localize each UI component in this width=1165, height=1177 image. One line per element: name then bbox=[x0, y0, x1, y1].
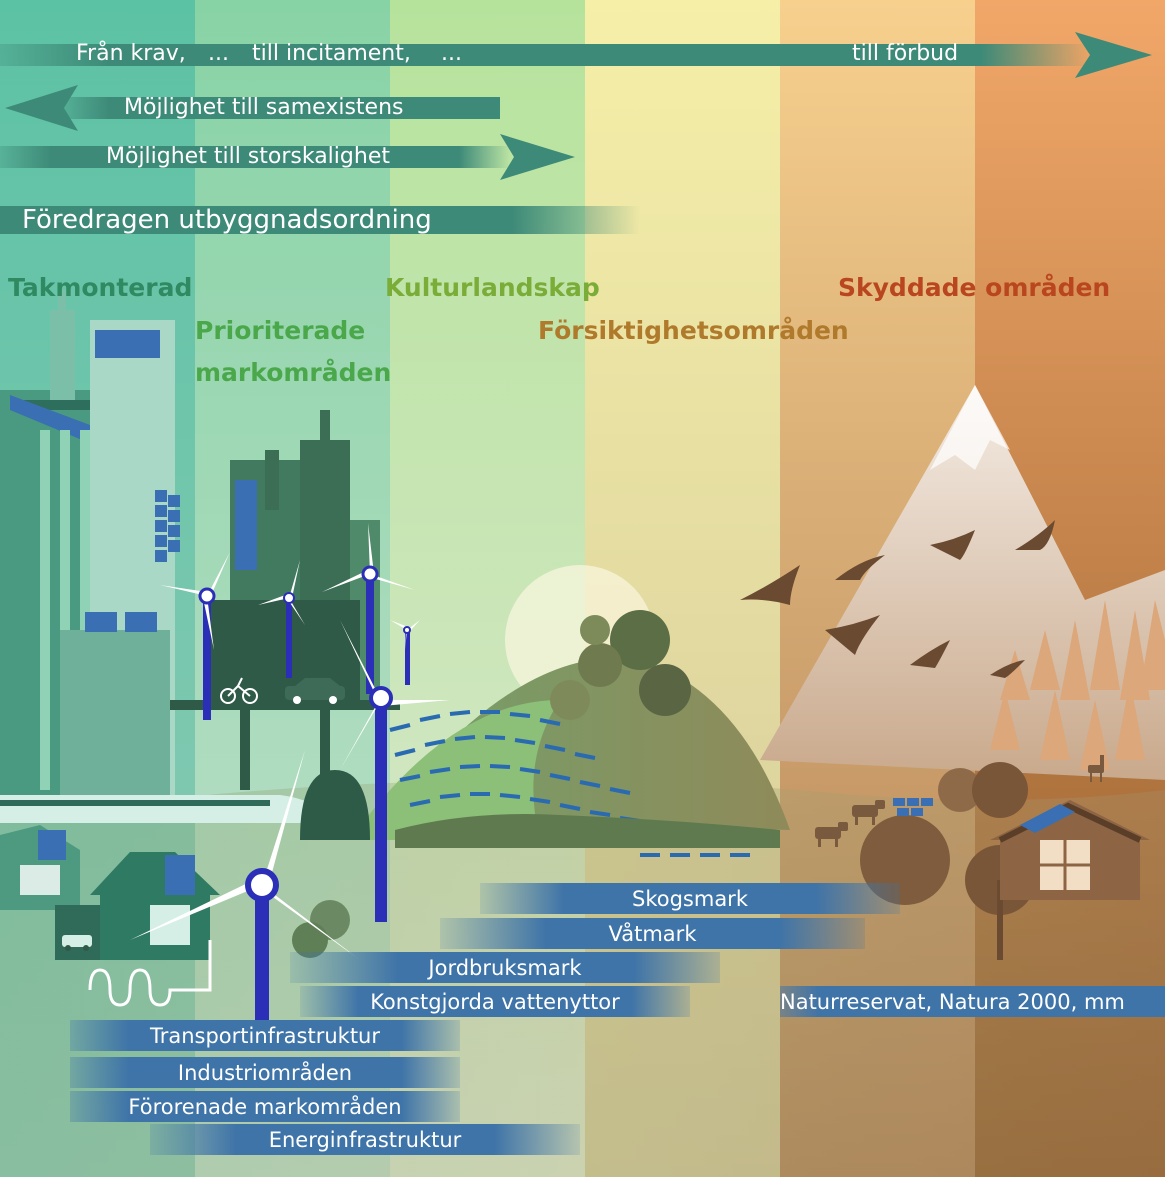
bar-agricultural: Jordbruksmark bbox=[290, 952, 720, 983]
bar-wetland: Våtmark bbox=[440, 918, 865, 949]
zone-protected-title: Skyddade områden bbox=[838, 273, 1111, 302]
hedge-row bbox=[395, 814, 780, 848]
bar-transport: Transportinfrastruktur bbox=[70, 1020, 460, 1051]
car-icon bbox=[285, 678, 345, 704]
arrow-policy-label-a: Från krav, bbox=[76, 41, 186, 66]
bird-icon bbox=[910, 640, 950, 668]
bird-flock bbox=[740, 520, 1055, 678]
tree-icon bbox=[860, 815, 950, 905]
arrow-large-scale-head bbox=[500, 134, 575, 180]
solar-panel-icon bbox=[95, 330, 160, 358]
zone-prioritized-title-1: Prioriterade bbox=[195, 316, 366, 345]
mid-building bbox=[60, 630, 170, 800]
solar-panel-icon bbox=[85, 612, 117, 632]
tree-icon bbox=[639, 664, 691, 716]
zone-prioritized-title-2: markområden bbox=[195, 358, 392, 387]
tree-icon bbox=[550, 680, 590, 720]
wind-turbine-icon bbox=[390, 620, 420, 685]
solar-panel-icon bbox=[893, 798, 933, 816]
cow-icon bbox=[815, 822, 848, 847]
tree-icon bbox=[292, 922, 328, 958]
tree-icon bbox=[578, 643, 622, 687]
wind-turbine-icon bbox=[160, 552, 230, 720]
arrow-policy-label-c: till incitament, bbox=[252, 41, 411, 66]
bird-icon bbox=[825, 615, 880, 655]
house-icon bbox=[55, 852, 220, 960]
zone-rooftop-title: Takmonterad bbox=[8, 273, 193, 302]
solar-panel-icon bbox=[165, 855, 195, 895]
bird-icon bbox=[740, 565, 800, 605]
arrow-coexistence-label: Möjlighet till samexistens bbox=[124, 95, 404, 120]
zone-caution-title: Försiktighetsområden bbox=[538, 316, 849, 345]
bar-reserves: Naturreservat, Natura 2000, mm bbox=[780, 986, 1165, 1017]
solar-field-hill bbox=[350, 700, 560, 840]
zone-cultural-title: Kulturlandskap bbox=[385, 273, 600, 302]
solar-panel-icon bbox=[1020, 804, 1075, 833]
arrow-policy-head bbox=[1075, 32, 1152, 78]
bar-forest: Skogsmark bbox=[480, 883, 900, 914]
cow-icon bbox=[852, 800, 885, 825]
bird-icon bbox=[1015, 520, 1055, 550]
arrow-large-scale-label: Möjlighet till storskalighet bbox=[106, 144, 390, 169]
wind-turbine-icon bbox=[258, 560, 305, 678]
city bbox=[0, 290, 380, 820]
wind-turbine-icon bbox=[322, 523, 415, 694]
bird-icon bbox=[930, 530, 975, 560]
bridge bbox=[170, 700, 400, 710]
tree-icon bbox=[580, 615, 610, 645]
deer-icon bbox=[1088, 755, 1104, 782]
arrow-policy-shaft bbox=[0, 44, 1090, 66]
solar-panel-icon bbox=[235, 480, 257, 570]
arrow-coexistence-head bbox=[5, 85, 78, 131]
arrow-preferred-order bbox=[0, 206, 640, 234]
arrow-policy-label-e: till förbud bbox=[852, 41, 959, 66]
arrow-coexistence bbox=[5, 85, 500, 131]
arrow-coexistence-shaft bbox=[40, 97, 500, 119]
arrow-policy-label-d: ... bbox=[441, 41, 462, 66]
conifer-forest bbox=[990, 600, 1165, 770]
solar-panel-icon bbox=[125, 612, 157, 632]
bird-icon bbox=[990, 660, 1025, 678]
arrow-large-scale bbox=[0, 134, 575, 180]
bar-industrial: Industriområden bbox=[70, 1057, 460, 1088]
arrow-preferred-order-shaft bbox=[0, 206, 640, 234]
tree-icon bbox=[610, 610, 670, 670]
tree-icon bbox=[938, 768, 982, 812]
mountain-snow bbox=[930, 385, 1010, 470]
arrow-preferred-order-label: Föredragen utbyggnadsordning bbox=[22, 205, 432, 235]
heat-pipe bbox=[88, 940, 212, 1007]
bar-artificial-water: Konstgjorda vattenyttor bbox=[300, 986, 690, 1017]
wind-turbine-icon bbox=[340, 620, 450, 922]
bar-contaminated: Förorenade markområden bbox=[70, 1091, 460, 1122]
solar-panel-icon bbox=[38, 830, 66, 860]
arrow-policy bbox=[0, 32, 1152, 78]
car-icon bbox=[62, 935, 92, 951]
tunnel bbox=[300, 770, 370, 840]
train-icon bbox=[0, 795, 330, 823]
house-icon bbox=[0, 825, 80, 910]
bicycle-icon bbox=[220, 677, 258, 704]
arrow-policy-label-b: ... bbox=[208, 41, 229, 66]
tree-icon bbox=[972, 762, 1028, 818]
tree-trunk bbox=[997, 880, 1003, 960]
house-icon bbox=[990, 800, 1150, 900]
solar-panel-icon bbox=[155, 490, 180, 562]
bar-energy: Energinfrastruktur bbox=[150, 1124, 580, 1155]
arrow-large-scale-shaft bbox=[0, 146, 510, 168]
wind-turbine-icon bbox=[130, 750, 360, 1025]
bird-icon bbox=[835, 555, 885, 580]
